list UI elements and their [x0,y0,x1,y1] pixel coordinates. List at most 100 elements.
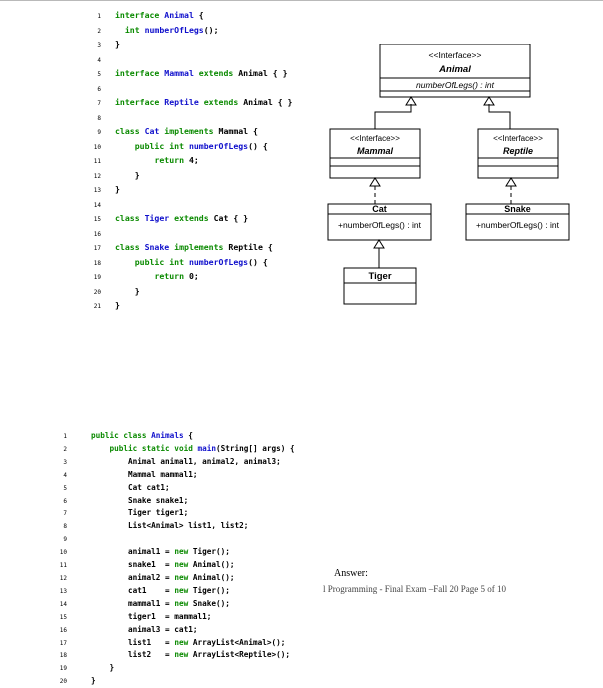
code-token: } [115,285,140,296]
line-number: 15 [93,216,101,223]
code-line: 11 return 4; [77,154,292,169]
code-token: new [174,637,193,647]
code-line: 16 [77,227,292,242]
code-token: Animal(); [192,560,235,570]
line-number: 8 [97,114,101,122]
code-token: class [115,126,145,136]
code-token: (String[] args) { [215,443,295,453]
code-token: public int [134,256,189,267]
code-token: new [174,585,193,595]
code-line: 19 } [53,662,295,675]
code-token: Animal { } [238,68,288,78]
code-token [115,141,135,151]
tiger-class-box [343,267,417,305]
code-token: numberOfLegs [188,140,249,151]
code-token: Reptile { [228,242,273,252]
line-number: 17 [93,245,101,252]
code-line: 20} [53,675,295,688]
code-token [115,271,154,281]
answer-label: Answer: [334,568,368,579]
code-token: animal1 = [91,547,175,557]
line-number: 1 [97,13,101,20]
code-token [91,444,110,453]
code-token [115,155,154,165]
code-token: Tiger(); [192,585,230,595]
line-number: 10 [59,549,67,557]
code-token: (); [203,24,219,35]
code-token: Cat { } [213,213,249,223]
line-number: 14 [59,600,67,608]
code-token: List<Animal> list1, list2; [91,521,249,531]
code-token: { [193,10,204,20]
code-token: implements [169,242,229,252]
code-line: 3} [77,38,292,53]
code-token: return [154,271,189,281]
reptile-name: Reptile [503,146,533,156]
code-token: Mammal { [218,126,258,136]
code-token [115,257,135,267]
code-token: Tiger [144,213,170,223]
code-line: 19 return 0; [77,270,292,285]
code-line: 20 } [77,285,292,300]
code-token: new [174,560,193,570]
mammal-name: Mammal [357,146,394,156]
code-token: Tiger(); [192,547,230,557]
code-line: 13} [77,183,292,198]
top-rule [0,0,603,1]
code-token: Animal { } [243,97,293,107]
line-number: 7 [63,510,67,518]
line-number: 20 [59,678,67,686]
line-number: 6 [63,497,67,505]
code-token: public class [91,431,152,440]
animal-method: numberOfLegs() : int [416,80,495,90]
code-token: int [124,24,145,35]
code-line: 21} [77,299,292,314]
line-number: 10 [93,143,101,151]
code-line: 10 public int numberOfLegs() { [77,140,292,155]
animal-name: Animal [438,64,471,75]
code-token: public int [134,140,189,151]
code-token: new [174,572,193,582]
code-token: ArrayList<Reptile>(); [192,650,291,660]
code-token: 0; [188,271,199,281]
line-number: 5 [97,71,101,78]
code-token: return [154,155,189,165]
code-line: 4 [77,53,292,68]
interface-listing: 1 interface Animal {2 int numberOfLegs();… [77,9,293,314]
code-token: Animal [164,10,194,20]
uml-class-diagram: <<Interface>> Animal numberOfLegs() : in… [327,44,570,305]
code-token: list1 = [91,637,175,647]
line-number: 19 [93,274,101,281]
line-number: 20 [93,288,101,296]
line-number: 12 [59,574,67,582]
code-token: interface [115,68,165,78]
code-line: 18 list2 = new ArrayList<Reptile>(); [53,649,295,662]
code-token: } [115,169,140,180]
code-token: Animal(); [192,572,235,582]
animal-stereotype: <<Interface>> [429,50,482,60]
code-token: class [115,242,145,252]
line-number: 18 [93,259,101,267]
line-number: 7 [97,100,101,107]
code-token: new [174,547,193,557]
code-token: interface [115,97,165,107]
snake-method: +numberOfLegs() : int [476,220,560,230]
code-line: 13 cat1 = new Tiger(); [53,585,295,598]
code-token: Animal animal1, animal2, animal3; [91,456,281,466]
code-token: interface [115,10,165,20]
line-number: 11 [93,158,101,165]
line-number: 11 [59,562,67,570]
code-token: Snake [144,242,170,252]
code-token: Tiger tiger1; [91,508,189,518]
code-line: 6 Snake snake1; [53,495,295,508]
code-line: 2 int numberOfLegs(); [77,24,292,39]
line-number: 13 [59,587,67,595]
code-token: Animals [151,431,184,440]
line-number: 4 [97,56,101,64]
code-line: 14 mammal1 = new Snake(); [53,598,295,611]
code-line: 3 Animal animal1, animal2, animal3; [53,456,295,469]
